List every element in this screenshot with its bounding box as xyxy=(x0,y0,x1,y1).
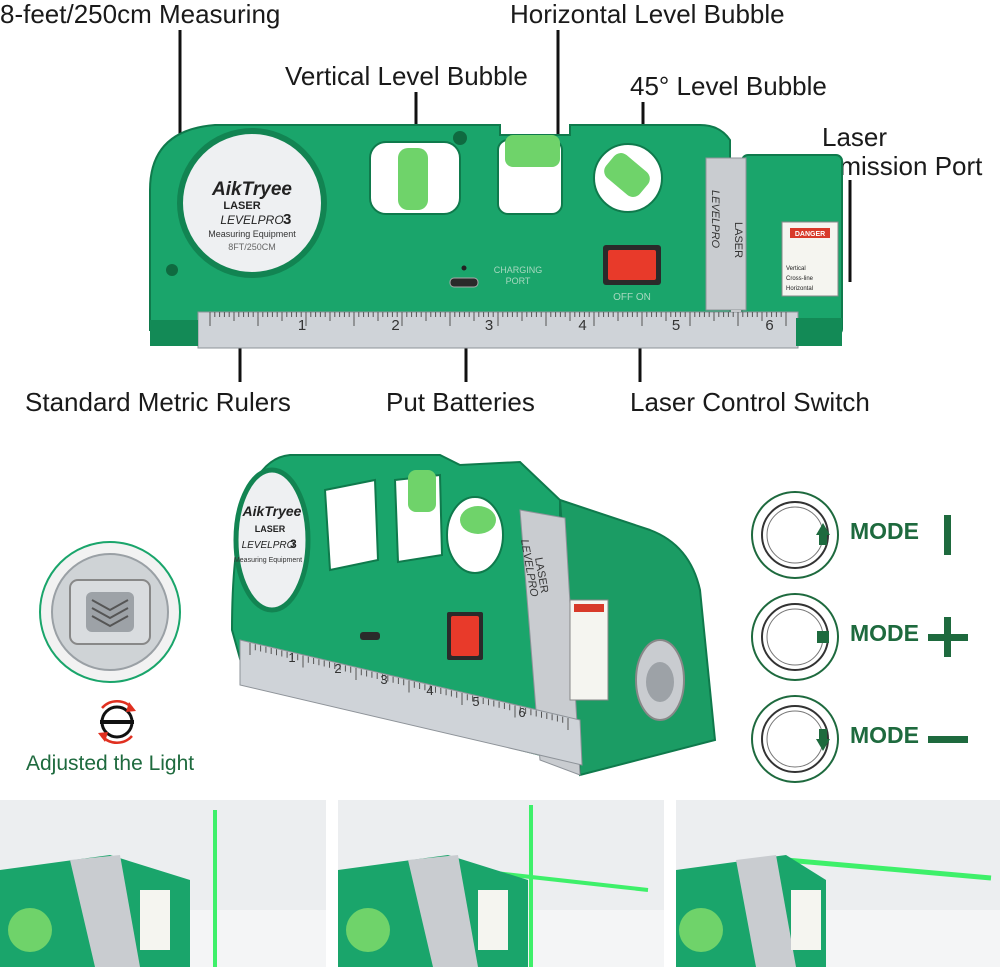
brand-text: AikTryee xyxy=(211,179,292,200)
callout-45-bubble: 45° Level Bubble xyxy=(630,71,827,101)
charging-port xyxy=(449,277,479,288)
ruler-number: 2 xyxy=(391,317,399,334)
size-text: 8FT/250CM xyxy=(228,242,276,252)
side-laser-text: LASER xyxy=(732,222,744,258)
photo-cross-line xyxy=(338,800,664,967)
model-num-text: 3 xyxy=(283,211,291,228)
legend-horizontal: Horizontal xyxy=(786,286,813,292)
callout-rulers: Standard Metric Rulers xyxy=(25,387,291,417)
mode-label: MODE xyxy=(850,518,919,544)
laser-switch xyxy=(608,250,656,280)
port-text: PORT xyxy=(506,276,531,286)
top-diagram: 8-feet/250cm Measuring Horizontal Level … xyxy=(0,0,1000,430)
adjust-light-label: Adjusted the Light xyxy=(26,752,195,775)
mode-row-horizontal[interactable]: MODE xyxy=(750,694,990,784)
middle-svg: AikTryee LASER LEVELPRO 3 Measuring Equi… xyxy=(39,454,968,783)
mode-dial-icon xyxy=(751,695,839,783)
device-3d-band xyxy=(519,509,581,776)
device-3d-ruler xyxy=(239,639,583,766)
ruler-number-3d: 2 xyxy=(334,661,341,676)
ruler-number: 1 xyxy=(298,317,306,334)
device-3d-port xyxy=(360,632,380,640)
ruler-number: 5 xyxy=(672,317,680,334)
callout-horizontal-bubble: Horizontal Level Bubble xyxy=(510,0,785,29)
device-3d-subtitle: Measuring Equipment xyxy=(234,557,302,564)
legend-vertical: Vertical xyxy=(786,266,806,272)
horizontal-bubble xyxy=(505,135,560,167)
ruler-number: 4 xyxy=(578,317,586,334)
mode-label: MODE xyxy=(850,620,919,646)
ruler-number-3d: 6 xyxy=(518,705,525,720)
legend-cross: Cross-line xyxy=(786,276,814,282)
laser-line-horizontal xyxy=(785,857,992,881)
model-text: LEVELPRO xyxy=(220,213,283,227)
mode-symbol-icon xyxy=(944,515,951,555)
photo-vertical-line xyxy=(0,800,326,967)
ruler-number-3d: 4 xyxy=(426,683,433,698)
mode-symbol-icon xyxy=(928,617,968,657)
device-3d-laser: LASER xyxy=(255,524,286,534)
ruler-number-3d: 3 xyxy=(380,672,387,687)
mode-symbol-icon xyxy=(928,736,968,743)
laser-text: LASER xyxy=(223,200,260,212)
charging-text: CHARGING xyxy=(494,265,543,275)
off-on-text: OFF ON xyxy=(613,292,651,303)
photo-horizontal-line xyxy=(676,800,1000,967)
middle-section: AikTryee LASER LEVELPRO 3 Measuring Equi… xyxy=(0,430,1000,800)
device-3d-model-num: 3 xyxy=(290,537,297,551)
metal-band xyxy=(705,157,747,311)
device-3d-badge xyxy=(233,467,311,613)
callout-switch: Laser Control Switch xyxy=(630,387,870,417)
rotate-icon xyxy=(98,699,136,745)
mode-label: MODE xyxy=(850,722,919,748)
device-3d-switch xyxy=(451,616,479,656)
ruler-number: 3 xyxy=(485,317,493,334)
vertical-bubble xyxy=(398,148,428,210)
diagonal-bubble xyxy=(604,153,650,197)
device-3d-danger xyxy=(569,599,609,701)
callout-vertical-bubble: Vertical Level Bubble xyxy=(285,61,528,91)
device-top-svg: AikTryee LASER LEVELPRO 3 Measuring Equi… xyxy=(149,30,852,382)
danger-text: DANGER xyxy=(795,231,825,238)
callout-laser-port-1: Laser xyxy=(822,122,888,152)
device-3d-model: LEVELPRO xyxy=(242,540,295,551)
subtitle-text: Measuring Equipment xyxy=(208,229,296,239)
brand-badge xyxy=(177,128,327,278)
side-model-text: LEVELPRO xyxy=(709,190,721,249)
callout-batteries: Put Batteries xyxy=(386,387,535,417)
callout-measuring: 8-feet/250cm Measuring xyxy=(0,0,281,29)
ruler-number: 6 xyxy=(765,317,773,334)
callout-laser-port-2: Emission Port xyxy=(822,151,983,181)
mode-dial-icon xyxy=(751,491,839,579)
mode-dial-icon xyxy=(751,593,839,681)
mode-row-vertical[interactable]: MODE xyxy=(750,490,990,580)
ruler-number-3d: 5 xyxy=(472,694,479,709)
mode-row-cross[interactable]: MODE xyxy=(750,592,990,682)
device-3d-brand: AikTryee xyxy=(242,503,302,519)
ruler-number-3d: 1 xyxy=(288,650,295,665)
